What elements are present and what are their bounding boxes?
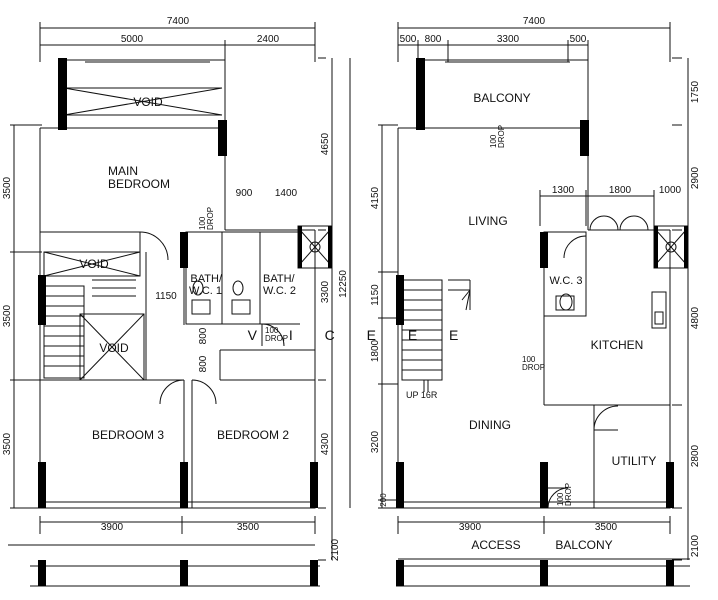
main-bedroom-label-1: MAIN (108, 164, 138, 178)
bath1-label-2: W.C. 1 (189, 285, 222, 297)
dim-top-right: 2400 (257, 34, 280, 45)
dim-right-2: 3300 (320, 280, 331, 303)
dim-inner-1150: 1150 (155, 291, 177, 302)
main-bedroom-label-2: BEDROOM (108, 177, 170, 191)
drop-note-2a: 100 (265, 326, 279, 335)
watermark: V I C E E E (248, 327, 473, 343)
lower-floor-labels: 7400 500 800 3300 500 4150 1150 1800 320… (338, 16, 701, 557)
drop-note-lower-1a: 100 (489, 134, 498, 148)
lower-floor-plan (349, 22, 690, 587)
drop-note-1a: 100 (198, 216, 207, 230)
dim-right-2100: 2100 (690, 534, 701, 557)
dim-top-overall-lower: 7400 (523, 16, 546, 27)
bath2-label-1: BATH/ (263, 273, 296, 285)
dim-left-1800: 1800 (370, 339, 381, 362)
dim-top-500b: 500 (570, 34, 587, 45)
drop-note-lower-2b: DROP (522, 363, 545, 372)
dim-right-3: 4300 (320, 432, 331, 455)
balcony-label: BALCONY (473, 91, 530, 105)
dim-top-800: 800 (425, 34, 442, 45)
dim-left-3: 3500 (2, 432, 13, 455)
dim-left-2: 3500 (2, 304, 13, 327)
dim-right-2900: 2900 (690, 166, 701, 189)
dim-inner-900: 900 (236, 188, 253, 199)
dim-kitchen-1300: 1300 (552, 185, 575, 196)
upper-floor-walls (38, 58, 332, 586)
dim-top-overall: 7400 (167, 16, 190, 27)
dim-inner-800b: 800 (198, 355, 209, 372)
upper-floor-plan (8, 22, 333, 587)
access-label: ACCESS (471, 538, 520, 552)
dim-kitchen-1000: 1000 (659, 185, 682, 196)
void-label-top: VOID (133, 95, 163, 109)
kitchen-label: KITCHEN (591, 338, 644, 352)
dim-bottom-left: 3900 (101, 522, 124, 533)
drop-note-1b: DROP (206, 207, 215, 230)
wc3-label: W.C. 3 (549, 275, 582, 287)
bedroom2-label: BEDROOM 2 (217, 428, 289, 442)
lower-floor-walls (396, 58, 688, 586)
dim-right-1750: 1750 (690, 80, 701, 103)
dim-inner-1400: 1400 (275, 188, 298, 199)
void-label-center: VOID (99, 341, 129, 355)
bedroom3-label: BEDROOM 3 (92, 428, 164, 442)
dim-inner-800a: 800 (198, 327, 209, 344)
bath1-label-1: BATH/ (190, 273, 223, 285)
bath2-label-2: W.C. 2 (263, 285, 296, 297)
upper-floor-labels: 7400 5000 2400 3500 3500 3500 4650 3300 … (2, 16, 341, 561)
dim-bottom-left-lower: 3900 (459, 522, 482, 533)
dim-right-1: 4650 (320, 132, 331, 155)
dim-right-2800: 2800 (690, 444, 701, 467)
dining-label: DINING (469, 418, 511, 432)
dim-right-4: 2100 (330, 538, 341, 561)
drop-note-lower-1b: DROP (497, 125, 506, 148)
dim-kitchen-1800: 1800 (609, 185, 632, 196)
drop-note-lower-3b: DROP (564, 483, 573, 506)
dim-left-4150: 4150 (370, 186, 381, 209)
drop-note-lower-2a: 100 (522, 355, 536, 364)
dim-top-left: 5000 (121, 34, 144, 45)
dim-bottom-right-lower: 3500 (595, 522, 618, 533)
dim-right-4800: 4800 (690, 306, 701, 329)
void-label-middle: VOID (79, 257, 109, 271)
dim-left-3200: 3200 (370, 430, 381, 453)
dim-left-1150: 1150 (370, 284, 381, 306)
living-label: LIVING (468, 214, 507, 228)
utility-label: UTILITY (612, 454, 657, 468)
dim-left-1: 3500 (2, 176, 13, 199)
dim-top-3300: 3300 (497, 34, 520, 45)
dim-top-500a: 500 (400, 34, 417, 45)
dim-overall-12250: 12250 (338, 270, 349, 298)
access-balcony-label: BALCONY (555, 538, 612, 552)
dim-bottom-right: 3500 (237, 522, 260, 533)
dim-left-200: 200 (379, 493, 388, 507)
stair-up-label: UP 16R (406, 390, 438, 400)
drop-note-2b: DROP (265, 334, 288, 343)
drop-note-lower-3a: 100 (556, 492, 565, 506)
